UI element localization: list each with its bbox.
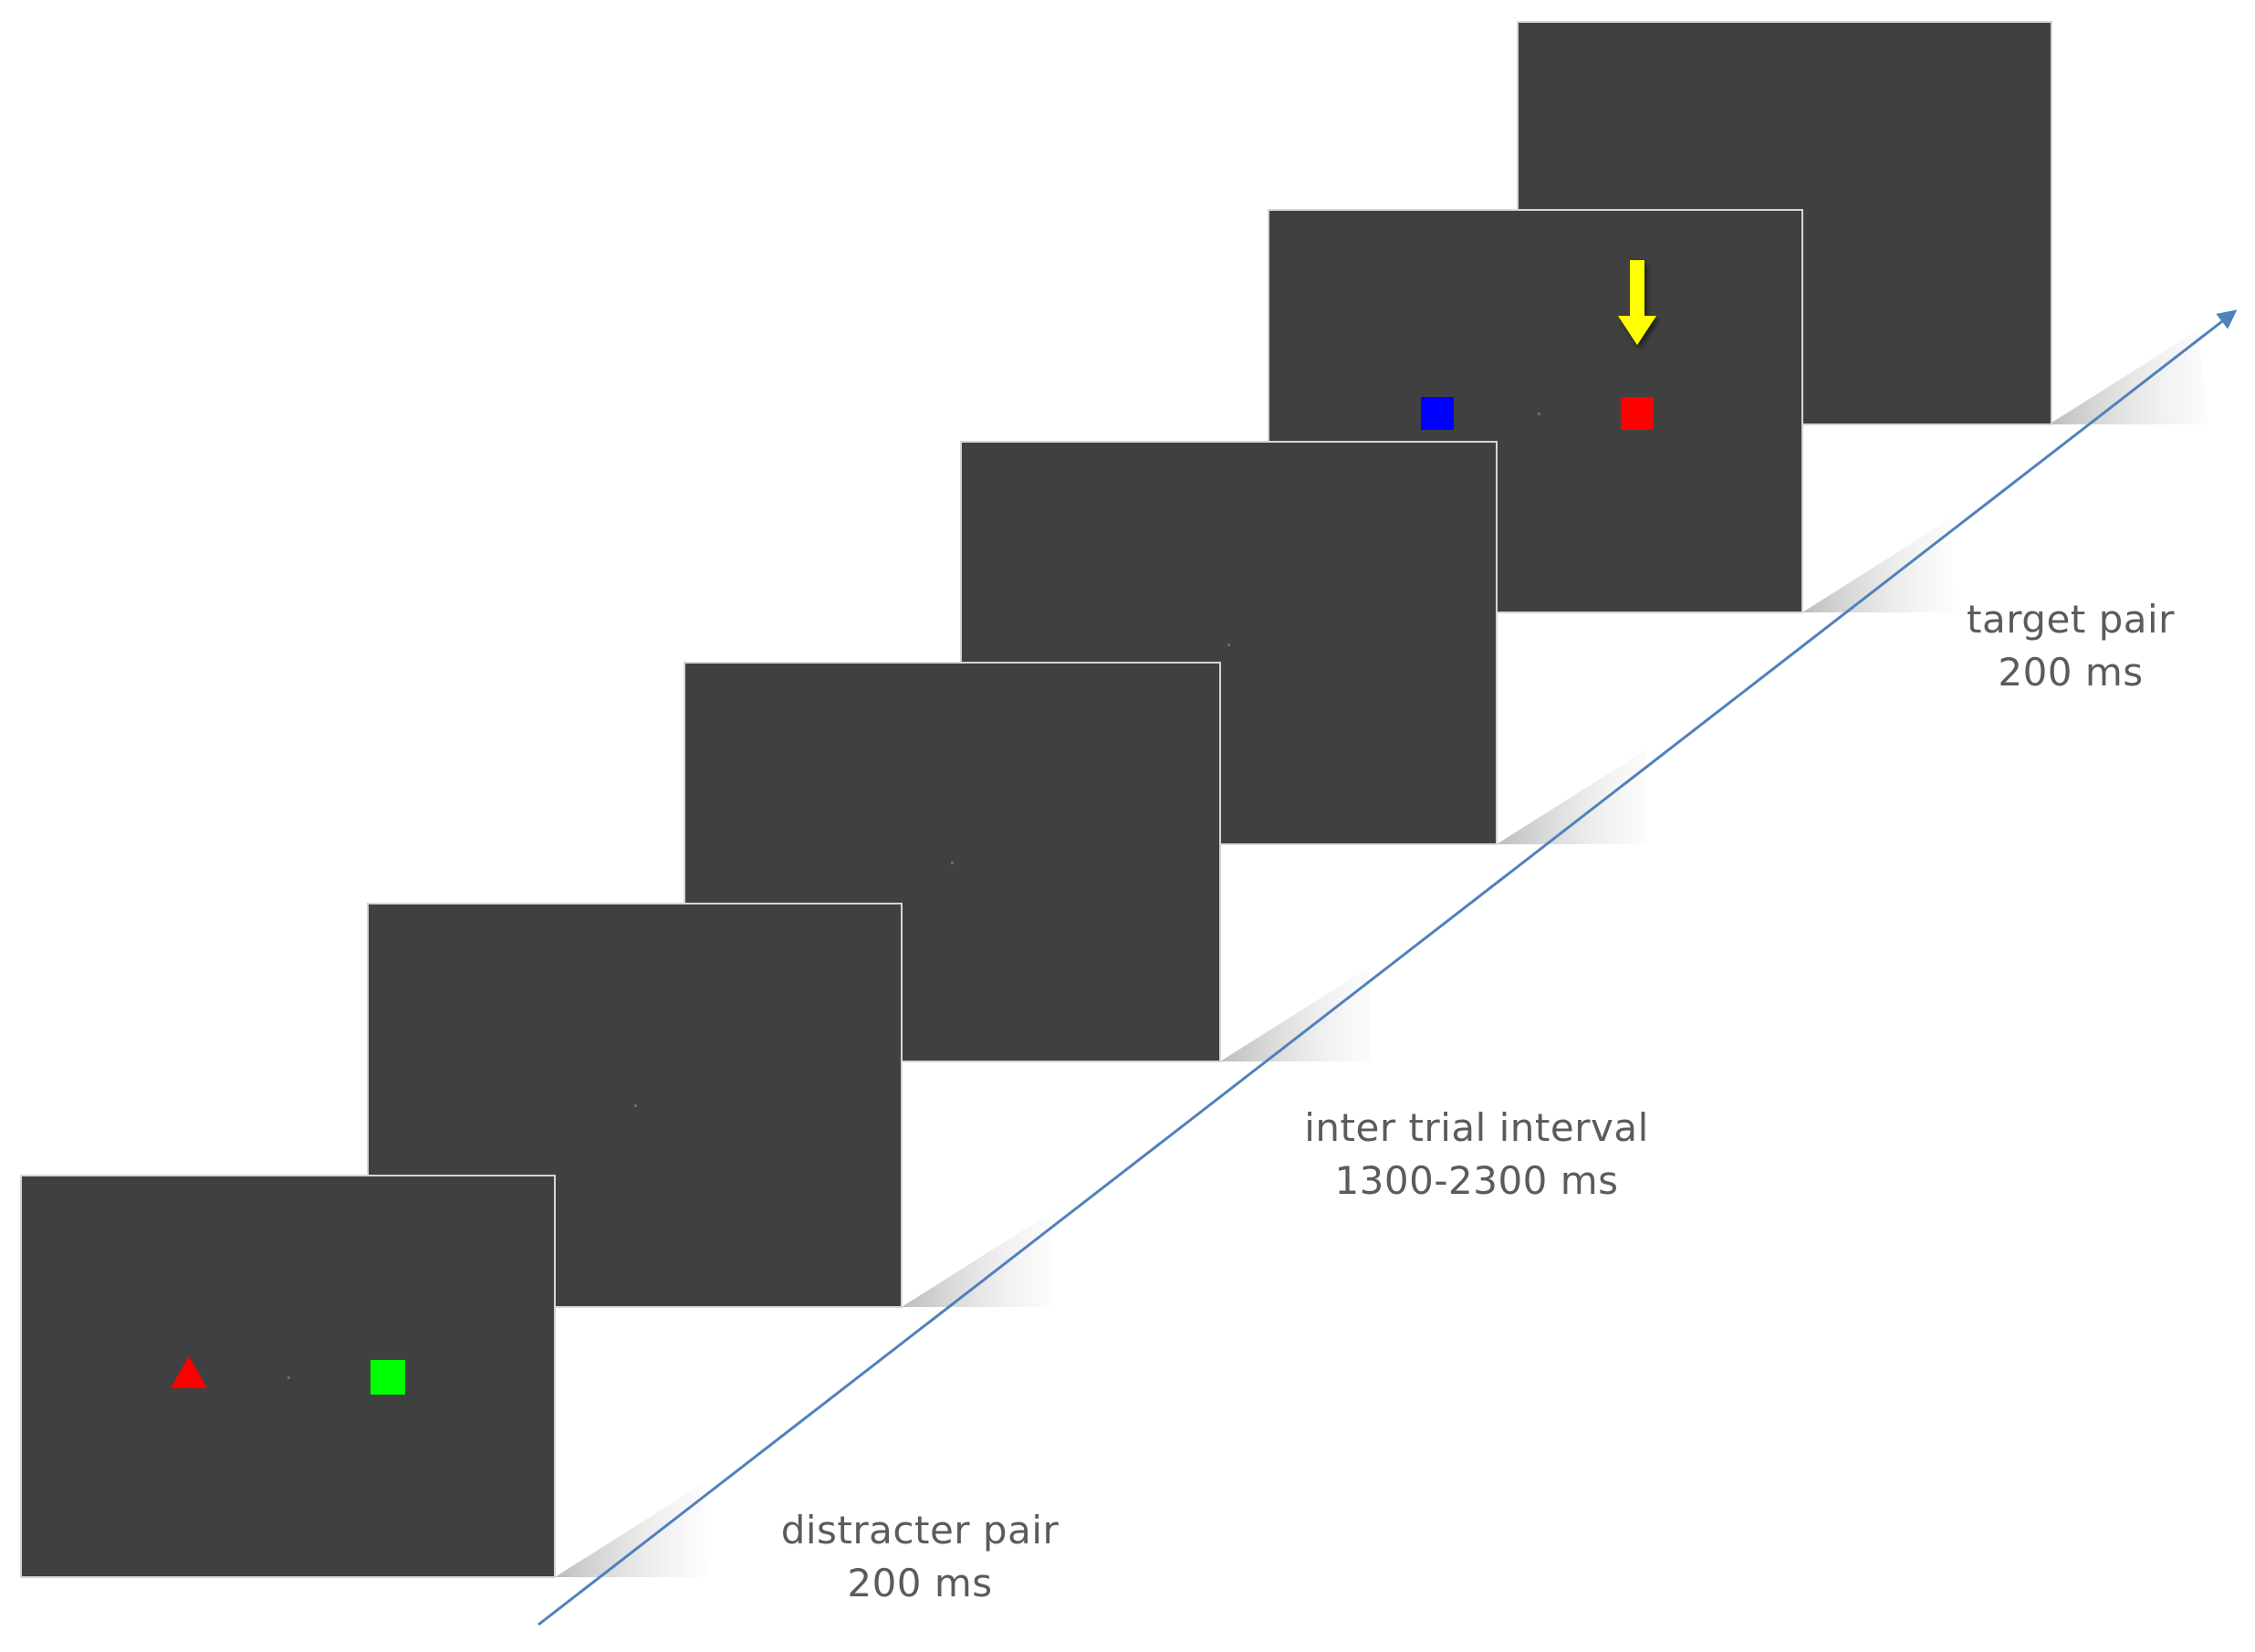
shadow-distracter <box>555 1483 705 1577</box>
iti-label-line2: 1300-2300 ms <box>1334 1158 1619 1203</box>
target-screen <box>1268 209 1803 613</box>
fixation-dot <box>1227 643 1230 646</box>
target-label-line2: 200 ms <box>1998 650 2144 695</box>
red-square <box>1621 397 1654 430</box>
fixation-dot <box>634 1104 637 1107</box>
yellow-down-arrow <box>1618 260 1656 345</box>
target-label: target pair 200 ms <box>1833 593 2255 699</box>
fixation-dot <box>951 862 954 864</box>
distracter-screen <box>20 1175 556 1578</box>
blue-square <box>1421 397 1454 430</box>
iti-label: inter trial interval 1300-2300 ms <box>1239 1102 1714 1208</box>
green-square <box>371 1360 405 1395</box>
timeline-arrow <box>538 309 2238 1626</box>
target-label-line1: target pair <box>1967 597 2175 642</box>
shadow-blank-2 <box>1220 967 1371 1061</box>
distracter-label-line1: distracter pair <box>780 1508 1060 1553</box>
distracter-label: distracter pair 200 ms <box>683 1504 1157 1610</box>
screen-shadows <box>555 330 2208 1577</box>
shadow-post-target <box>2049 330 2208 424</box>
distracter-label-line2: 200 ms <box>847 1561 993 1605</box>
fixation-dot <box>287 1376 290 1379</box>
shadow-blank-3 <box>1497 750 1647 844</box>
red-triangle <box>171 1356 207 1388</box>
iti-label-line1: inter trial interval <box>1304 1105 1649 1150</box>
fixation-dot <box>1538 413 1540 415</box>
blank-screen-1 <box>367 903 903 1308</box>
shadow-blank-1 <box>902 1213 1052 1307</box>
shadow-target <box>1802 518 1953 612</box>
